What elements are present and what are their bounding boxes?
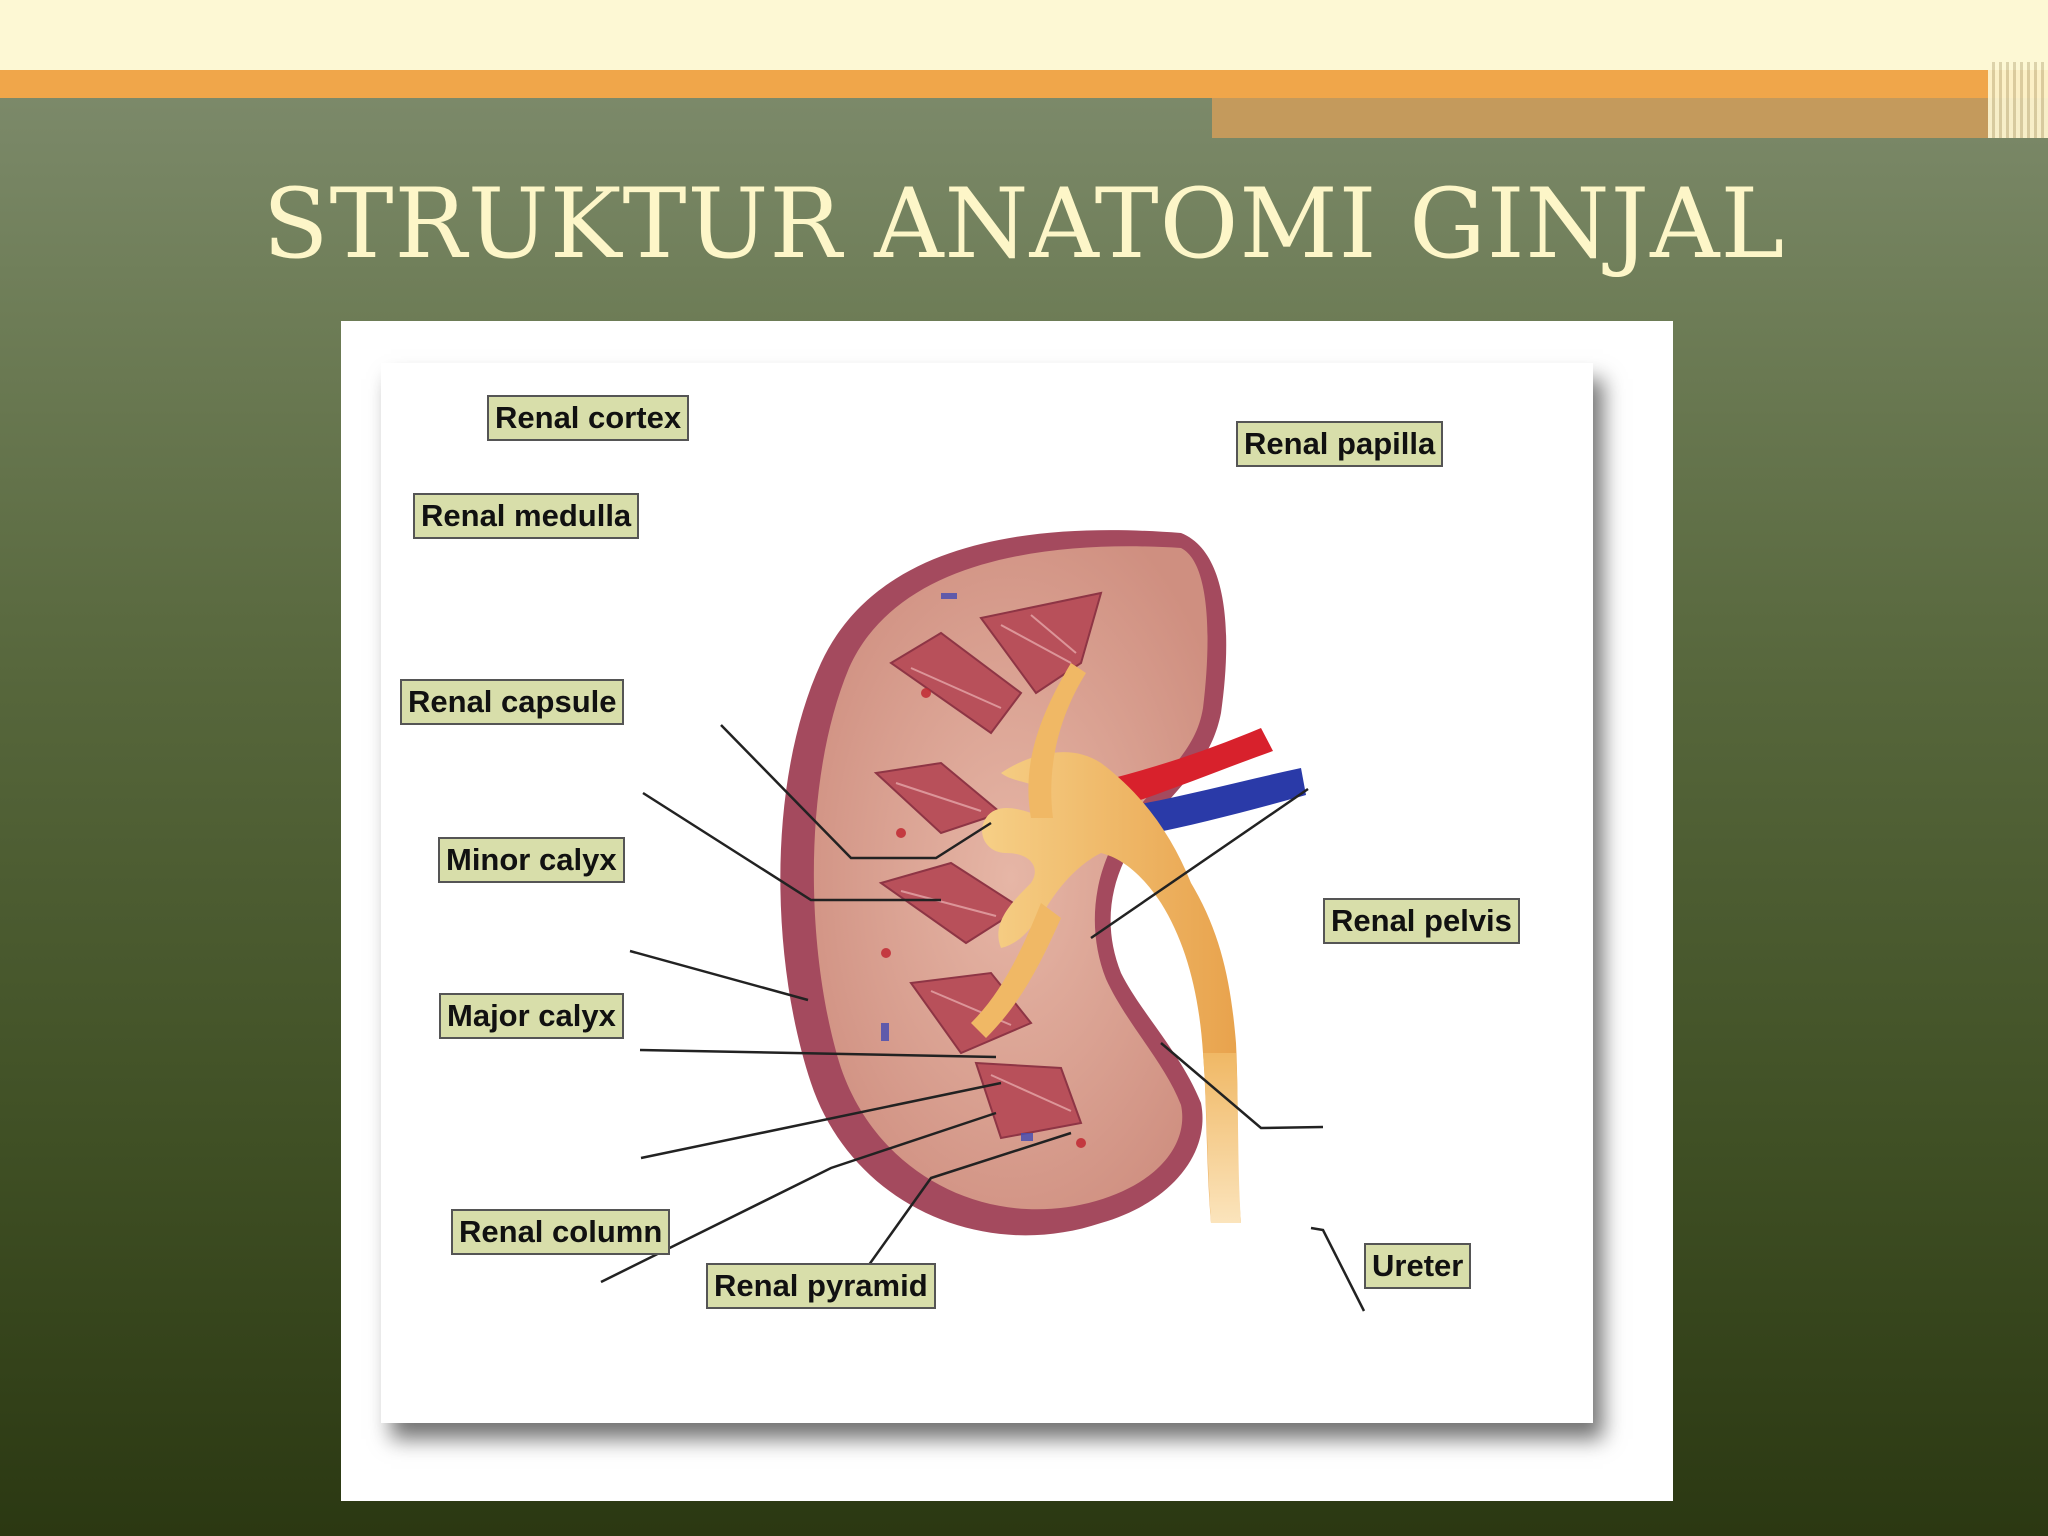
diagram-frame: Renal cortex Renal medulla Renal capsule… — [341, 321, 1673, 1501]
label-renal-pyramid: Renal pyramid — [706, 1263, 936, 1309]
renal-pelvis-shape — [982, 752, 1241, 1223]
accent-band — [0, 70, 2048, 98]
label-minor-calyx: Minor calyx — [438, 837, 625, 883]
label-renal-cortex: Renal cortex — [487, 395, 690, 441]
ureter-shape — [1203, 1053, 1241, 1223]
decorative-stripes — [1988, 62, 2048, 138]
label-renal-medulla: Renal medulla — [413, 493, 640, 539]
label-major-calyx: Major calyx — [439, 993, 624, 1039]
renal-cortex-shape — [813, 546, 1208, 1210]
label-renal-pelvis: Renal pelvis — [1323, 898, 1520, 944]
kidney-illustration — [600, 530, 1366, 1312]
header-band — [0, 0, 2048, 70]
label-renal-capsule: Renal capsule — [400, 679, 625, 725]
leader-lines — [600, 724, 1366, 1312]
label-renal-column: Renal column — [451, 1209, 671, 1255]
major-calyx-lower — [971, 903, 1061, 1038]
kidney-diagram: Renal cortex Renal medulla Renal capsule… — [381, 363, 1593, 1423]
label-renal-papilla: Renal papilla — [1236, 421, 1444, 467]
accent-band-secondary — [1212, 98, 2048, 138]
slide-title: STRUKTUR ANATOMI GINJAL — [262, 168, 1786, 280]
label-ureter: Ureter — [1364, 1243, 1472, 1289]
major-calyx-upper — [1028, 663, 1086, 818]
pyramid-striations — [895, 614, 1077, 1112]
